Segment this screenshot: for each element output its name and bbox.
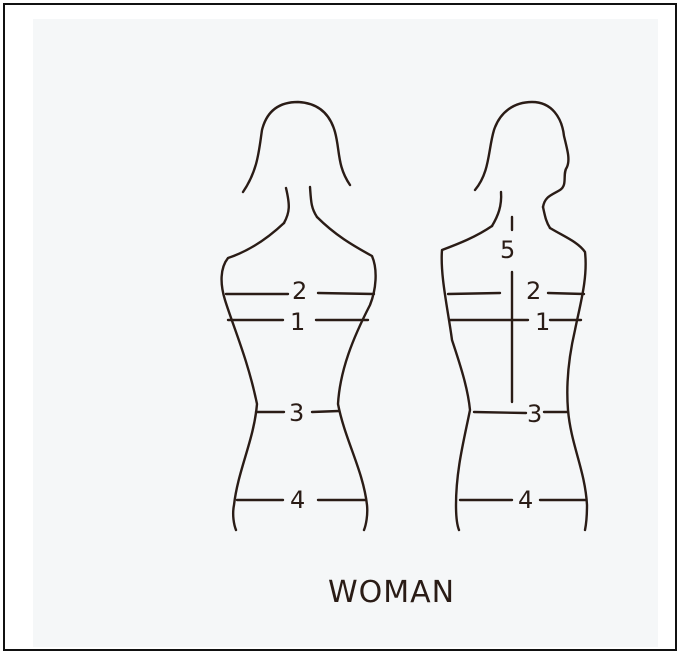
back-hip-label: 4	[518, 486, 533, 514]
back-bust-line-right	[548, 293, 584, 294]
back-length-label: 5	[500, 236, 515, 264]
back-bust-line-left	[448, 293, 500, 294]
front-bust-label: 2	[292, 277, 307, 305]
back-underbust-label: 1	[535, 308, 550, 336]
front-waist-label: 3	[289, 399, 304, 427]
back-bust-label: 2	[526, 277, 541, 305]
front-right-shoulder	[317, 217, 376, 530]
caption-text: WOMAN	[328, 575, 455, 610]
front-head-outline	[243, 102, 350, 192]
back-figure: 5 2 1 3 4	[442, 102, 587, 530]
back-right-shoulder	[550, 228, 587, 530]
front-neck-right	[310, 187, 317, 217]
front-hip-label: 4	[290, 486, 305, 514]
front-neck-left	[284, 188, 289, 223]
front-underbust-label: 1	[290, 308, 305, 336]
front-waist-line-right	[312, 411, 339, 412]
front-bust-line-right	[318, 293, 374, 294]
back-waist-label: 3	[527, 400, 542, 428]
back-neck-right	[543, 207, 550, 228]
back-left-shoulder	[442, 226, 492, 530]
front-left-shoulder	[222, 223, 284, 530]
front-figure: 2 1 3 4	[222, 102, 376, 530]
back-neck-left	[492, 192, 501, 226]
back-waist-line-left	[474, 412, 526, 413]
back-head-outline	[475, 102, 568, 207]
